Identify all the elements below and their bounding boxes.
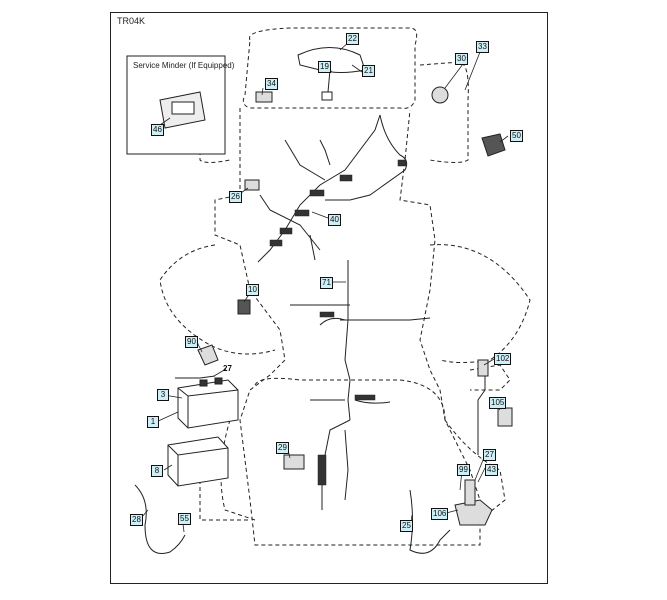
callout-26: 26	[229, 191, 242, 203]
callout-102: 102	[494, 353, 512, 365]
callout-3: 3	[157, 389, 169, 401]
callout-27-starter: 27	[483, 449, 496, 461]
document-code: TR04K	[117, 16, 146, 26]
callout-90: 90	[185, 336, 198, 348]
callout-99: 99	[457, 464, 470, 476]
callout-22: 22	[346, 33, 359, 45]
callout-30: 30	[455, 53, 468, 65]
callout-33: 33	[476, 41, 489, 53]
wire-harness	[134, 47, 486, 554]
harness-connectors	[269, 159, 407, 486]
diagram-border	[110, 12, 548, 584]
callout-105: 105	[489, 397, 507, 409]
callout-21: 21	[362, 65, 375, 77]
callout-71: 71	[320, 277, 333, 289]
callout-55: 55	[178, 513, 191, 525]
callout-10: 10	[246, 284, 259, 296]
callout-50: 50	[510, 130, 523, 142]
callout-29: 29	[276, 442, 289, 454]
chassis-outline	[159, 27, 531, 546]
components	[167, 86, 513, 526]
callout-25: 25	[400, 520, 413, 532]
callout-8: 8	[151, 465, 163, 477]
callout-43: 43	[485, 464, 498, 476]
callout-46: 46	[151, 124, 164, 136]
callout-1: 1	[147, 416, 159, 428]
callout-34: 34	[265, 78, 278, 90]
service-minder-title: Service Minder (If Equipped)	[133, 61, 235, 70]
service-minder-display	[159, 91, 206, 129]
callout-106: 106	[431, 508, 449, 520]
callout-27-battery: 27	[223, 364, 232, 373]
callout-19: 19	[318, 61, 331, 73]
callout-28: 28	[130, 514, 143, 526]
callout-40: 40	[328, 214, 341, 226]
